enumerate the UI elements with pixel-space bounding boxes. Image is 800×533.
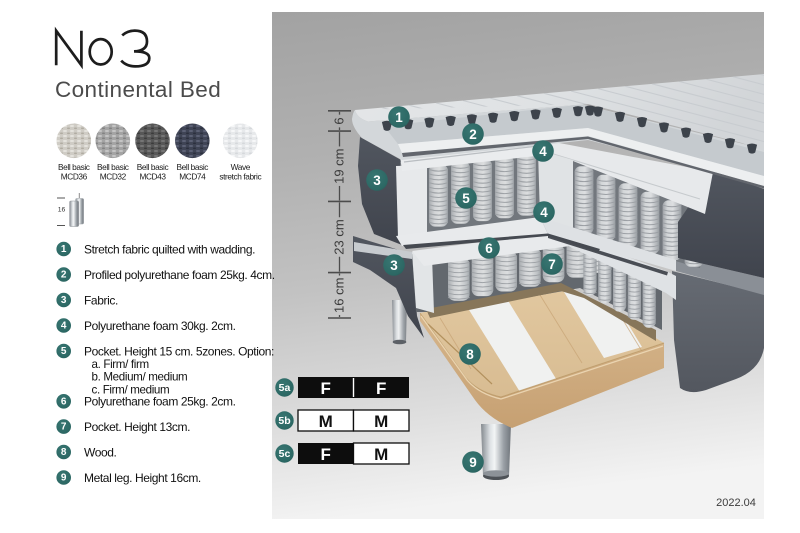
svg-text:7: 7 (61, 422, 67, 433)
svg-text:Pocket. Height 15 cm. 5zones.: Pocket. Height 15 cm. 5zones. Option: (84, 344, 274, 358)
svg-text:23 cm: 23 cm (332, 219, 347, 254)
svg-text:Pocket. Height 13cm.: Pocket. Height 13cm. (84, 420, 190, 434)
svg-text:Polyurethane foam 30kg. 2cm.: Polyurethane foam 30kg. 2cm. (84, 319, 236, 333)
svg-text:Profiled polyurethane foam 25k: Profiled polyurethane foam 25kg. 4cm. (84, 268, 275, 282)
svg-text:2: 2 (61, 270, 67, 281)
svg-text:3: 3 (390, 258, 398, 273)
svg-text:8: 8 (61, 447, 67, 458)
svg-text:16 cm: 16 cm (332, 278, 347, 313)
svg-text:16: 16 (58, 207, 66, 214)
svg-text:Fabric.: Fabric. (84, 293, 118, 307)
svg-text:MCD43: MCD43 (139, 172, 166, 182)
svg-text:MCD32: MCD32 (100, 172, 127, 182)
svg-text:b. Medium/ medium: b. Medium/ medium (92, 371, 188, 384)
svg-text:3: 3 (61, 295, 67, 306)
svg-text:F: F (321, 379, 331, 398)
svg-text:5b: 5b (278, 415, 290, 427)
svg-text:8: 8 (466, 347, 474, 362)
svg-text:9: 9 (61, 473, 67, 484)
svg-text:MCD36: MCD36 (61, 172, 88, 182)
svg-text:4: 4 (61, 321, 67, 332)
svg-text:4: 4 (539, 144, 547, 159)
svg-text:4: 4 (540, 205, 548, 220)
svg-text:6: 6 (61, 396, 67, 407)
svg-text:Bell basic: Bell basic (137, 162, 169, 172)
svg-text:7: 7 (548, 257, 556, 272)
svg-text:5: 5 (462, 191, 470, 206)
svg-text:M: M (374, 412, 388, 431)
svg-text:stretch fabric: stretch fabric (219, 172, 261, 182)
svg-text:a. Firm/ firm: a. Firm/ firm (92, 358, 149, 371)
svg-text:5c: 5c (279, 448, 291, 460)
svg-text:MCD74: MCD74 (179, 172, 206, 182)
svg-text:5a: 5a (279, 382, 291, 394)
svg-text:6: 6 (332, 117, 347, 124)
svg-text:9: 9 (469, 455, 477, 470)
svg-text:M: M (374, 445, 388, 464)
svg-text:1: 1 (395, 110, 403, 125)
svg-text:1: 1 (61, 244, 67, 255)
svg-text:Metal leg. Height 16cm.: Metal leg. Height 16cm. (84, 471, 201, 485)
svg-text:5: 5 (61, 346, 67, 357)
svg-text:F: F (376, 379, 386, 398)
svg-text:19 cm: 19 cm (332, 148, 347, 183)
svg-text:6: 6 (485, 241, 493, 256)
svg-text:Bell basic: Bell basic (177, 162, 209, 172)
svg-text:F: F (321, 445, 331, 464)
svg-text:M: M (319, 412, 333, 431)
svg-text:Wave: Wave (231, 162, 251, 172)
svg-text:3: 3 (373, 173, 381, 188)
svg-text:Wood.: Wood. (84, 445, 117, 459)
svg-text:2: 2 (469, 127, 477, 142)
svg-text:c. Firm/ medium: c. Firm/ medium (92, 383, 170, 396)
svg-text:Bell basic: Bell basic (97, 162, 129, 172)
svg-text:Polyurethane foam 25kg. 2cm.: Polyurethane foam 25kg. 2cm. (84, 395, 236, 409)
svg-text:Stretch fabric quilted with wa: Stretch fabric quilted with wadding. (84, 242, 255, 256)
svg-text:2022.04: 2022.04 (716, 497, 756, 509)
svg-text:Bell basic: Bell basic (58, 162, 90, 172)
